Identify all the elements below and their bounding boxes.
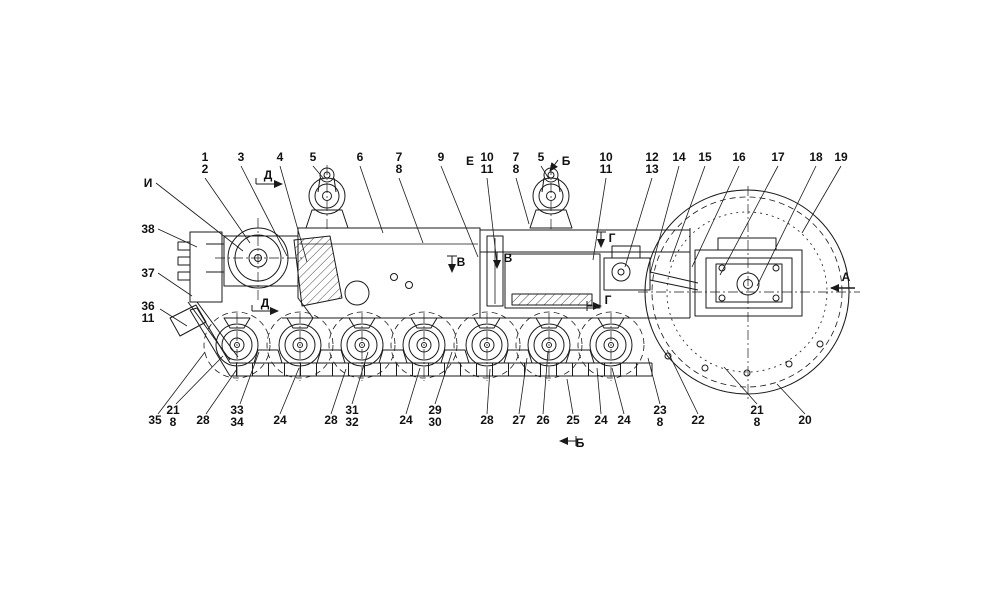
- callout-bottom-17: 24: [594, 413, 608, 427]
- callout-left-4: 11: [142, 311, 155, 325]
- callout-top-21: 15: [698, 150, 712, 164]
- callout-labels: 1 2 3 4 5 6 7 8 9 Е 10 11 7 8 5 Б 10 11 …: [141, 150, 850, 450]
- callout-top-4: 5: [310, 150, 317, 164]
- callout-top-2: 3: [238, 150, 245, 164]
- section-marker-d-top: Д: [264, 168, 273, 182]
- callout-top-7: 8: [396, 162, 403, 176]
- section-marker-g-top: Г: [609, 231, 616, 245]
- callout-bottom-12: 30: [428, 415, 442, 429]
- callout-left-3: 36: [141, 299, 155, 313]
- road-wheel-7: [577, 311, 645, 381]
- carrier-roller-front: [305, 165, 349, 232]
- section-marker-g-bottom: Г: [605, 293, 612, 307]
- view-marker-a: А: [842, 270, 851, 284]
- drive-sprocket: [638, 186, 860, 400]
- callout-top-11: 11: [481, 162, 494, 176]
- callout-top-10: 10: [480, 150, 494, 164]
- callout-left-1: 38: [141, 222, 155, 236]
- view-arrows: [251, 159, 855, 446]
- callout-bottom-6: 24: [273, 413, 287, 427]
- callout-top-24: 18: [809, 150, 823, 164]
- callout-bottom-1: 21: [166, 403, 180, 417]
- road-wheel-6: [515, 311, 583, 381]
- section-marker-b-top: Б: [562, 154, 571, 168]
- callout-bottom-8: 31: [345, 403, 359, 417]
- section-marker-d-bottom: Д: [261, 296, 270, 310]
- callout-bottom-13: 28: [480, 413, 494, 427]
- section-g-bottom-arrow: [586, 301, 602, 311]
- callout-top-3: 4: [277, 150, 284, 164]
- callout-bottom-10: 24: [399, 413, 413, 427]
- callout-top-13: 8: [513, 162, 520, 176]
- road-wheel-5: [453, 311, 521, 381]
- callout-left-2: 37: [141, 266, 155, 280]
- callout-bottom-11: 29: [428, 403, 442, 417]
- callout-bottom-4: 33: [230, 403, 244, 417]
- callout-top-0: 1: [202, 150, 209, 164]
- callout-left-0: И: [144, 176, 153, 190]
- idler-wheel: [206, 218, 302, 300]
- callout-top-12: 7: [513, 150, 520, 164]
- carrier-roller-rear: [529, 165, 573, 232]
- section-b-top-arrow: [549, 159, 559, 172]
- callout-bottom-19: 23: [653, 403, 667, 417]
- callout-bottom-15: 26: [536, 413, 550, 427]
- section-d-top-arrow: [255, 178, 283, 188]
- section-d-bottom-arrow: [251, 305, 279, 315]
- road-wheel-3: [328, 311, 396, 381]
- section-marker-b-bottom: Б: [576, 436, 585, 450]
- leader-lines: [155, 165, 842, 415]
- callout-top-5: 6: [357, 150, 364, 164]
- callout-top-16: 10: [599, 150, 613, 164]
- callout-top-6: 7: [396, 150, 403, 164]
- callout-top-17: 11: [600, 162, 613, 176]
- callout-bottom-20: 8: [657, 415, 664, 429]
- callout-bottom-14: 27: [512, 413, 526, 427]
- callout-bottom-23: 8: [754, 415, 761, 429]
- section-g-top-arrow: [596, 231, 606, 248]
- callout-top-18: 12: [645, 150, 659, 164]
- callout-bottom-2: 8: [170, 415, 177, 429]
- callout-bottom-0: 35: [148, 413, 162, 427]
- callout-bottom-18: 24: [617, 413, 631, 427]
- callout-bottom-24: 20: [798, 413, 812, 427]
- callout-top-1: 2: [202, 162, 209, 176]
- callout-top-22: 16: [732, 150, 746, 164]
- detail-marker-e: Е: [466, 154, 474, 168]
- section-v-right-arrow: [492, 251, 502, 269]
- callout-top-8: 9: [438, 150, 445, 164]
- callout-bottom-22: 21: [750, 403, 764, 417]
- callout-top-20: 14: [672, 150, 686, 164]
- track-frame: [282, 228, 699, 319]
- callout-bottom-5: 34: [230, 415, 244, 429]
- road-wheel-4: [390, 311, 458, 381]
- front-guard: [169, 231, 239, 361]
- section-marker-v-right: В: [504, 251, 513, 265]
- callout-bottom-3: 28: [196, 413, 210, 427]
- recoil-spring: [293, 235, 343, 307]
- callout-bottom-16: 25: [566, 413, 580, 427]
- callout-bottom-7: 28: [324, 413, 338, 427]
- section-v-left-arrow: [447, 255, 457, 273]
- callout-top-25: 19: [834, 150, 848, 164]
- callout-top-14: 5: [538, 150, 545, 164]
- callout-bottom-21: 22: [691, 413, 705, 427]
- callout-top-19: 13: [645, 162, 659, 176]
- callout-top-23: 17: [771, 150, 785, 164]
- track-bottom-run: [189, 307, 653, 377]
- callout-bottom-9: 32: [345, 415, 359, 429]
- section-b-bottom-arrow: [559, 436, 577, 446]
- section-marker-v-left: В: [457, 255, 466, 269]
